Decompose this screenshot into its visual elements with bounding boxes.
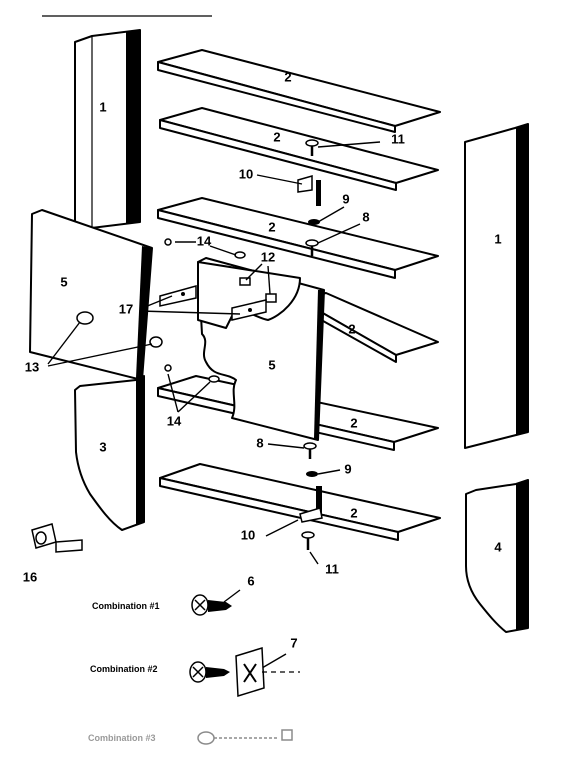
part-8-screw-bottom <box>303 442 317 459</box>
combination-3: Combination #3 <box>88 729 293 745</box>
part-1-left-upright <box>74 29 141 231</box>
callout-5-center: 5 <box>268 357 275 372</box>
part-1-right-upright <box>464 123 529 449</box>
part-10-bracket-bottom <box>299 486 323 523</box>
combination-1-screw <box>191 594 232 616</box>
callout-13: 13 <box>25 359 39 374</box>
part-11-screw-bottom <box>301 531 315 550</box>
callout-4: 4 <box>494 539 502 554</box>
part-9-washer-top <box>308 219 320 225</box>
part-5-center-panel <box>197 257 325 441</box>
shelf-3 <box>157 197 439 279</box>
combination-2-label: Combination #2 <box>90 664 158 674</box>
part-4-lower-right-upright <box>465 479 529 633</box>
callout-12: 12 <box>261 249 275 264</box>
callout-8-bottom: 8 <box>256 435 263 450</box>
callout-1-right: 1 <box>494 231 501 246</box>
callout-1-left: 1 <box>99 99 106 114</box>
callout-3: 3 <box>99 439 106 454</box>
callout-2-shelf-5: 2 <box>350 415 357 430</box>
part-16-leveler <box>31 523 83 553</box>
part-17-brackets <box>159 285 267 321</box>
callout-14-upper: 14 <box>197 233 212 248</box>
part-14-pin-upper <box>164 238 246 259</box>
combination-3-label: Combination #3 <box>88 733 156 743</box>
callout-2-shelf-6: 2 <box>350 505 357 520</box>
callout-2-shelf-4: 2 <box>348 321 355 336</box>
callout-2-shelf-3: 2 <box>268 219 275 234</box>
combination-1-label: Combination #1 <box>92 601 160 611</box>
part-9-washer-bottom <box>306 471 318 477</box>
combination-2: Combination #2 <box>90 646 300 698</box>
callout-2-shelf-2: 2 <box>273 129 280 144</box>
part-10-bracket-top <box>297 175 321 206</box>
part-8-screw-top <box>305 239 319 256</box>
combination-1: Combination #1 <box>92 594 232 616</box>
callout-16: 16 <box>23 569 37 584</box>
combination-2-screw <box>189 661 230 683</box>
callout-11-top: 11 <box>391 131 405 146</box>
part-5-left-panel <box>29 209 153 381</box>
combination-2-clip <box>235 646 265 698</box>
part-11-screw-top <box>305 139 319 156</box>
part-13-knobs <box>76 311 163 348</box>
shelf-1 <box>157 49 441 133</box>
callout-17: 17 <box>119 301 133 316</box>
callout-5-left: 5 <box>60 274 67 289</box>
shelf-6 <box>159 463 441 541</box>
callout-10-top: 10 <box>239 166 253 181</box>
part-14-pin-lower <box>164 364 220 383</box>
callout-8-top: 8 <box>362 209 369 224</box>
callout-labels: 1 1 2 2 2 2 2 2 3 4 5 5 6 7 8 8 9 9 10 1… <box>23 69 503 650</box>
callout-7: 7 <box>290 635 297 650</box>
callout-9-bottom: 9 <box>344 461 351 476</box>
callout-14-lower: 14 <box>167 413 182 428</box>
part-3-lower-left-upright <box>74 375 145 531</box>
callout-11-bottom: 11 <box>325 561 339 576</box>
shelf-2 <box>159 107 439 191</box>
callout-2-shelf-1: 2 <box>284 69 291 84</box>
leader-lines <box>47 141 381 669</box>
callout-10-bottom: 10 <box>241 527 255 542</box>
part-12-clips <box>239 277 277 303</box>
combination-3-hardware <box>197 729 293 745</box>
callout-9-top: 9 <box>342 191 349 206</box>
callout-6: 6 <box>247 573 254 588</box>
